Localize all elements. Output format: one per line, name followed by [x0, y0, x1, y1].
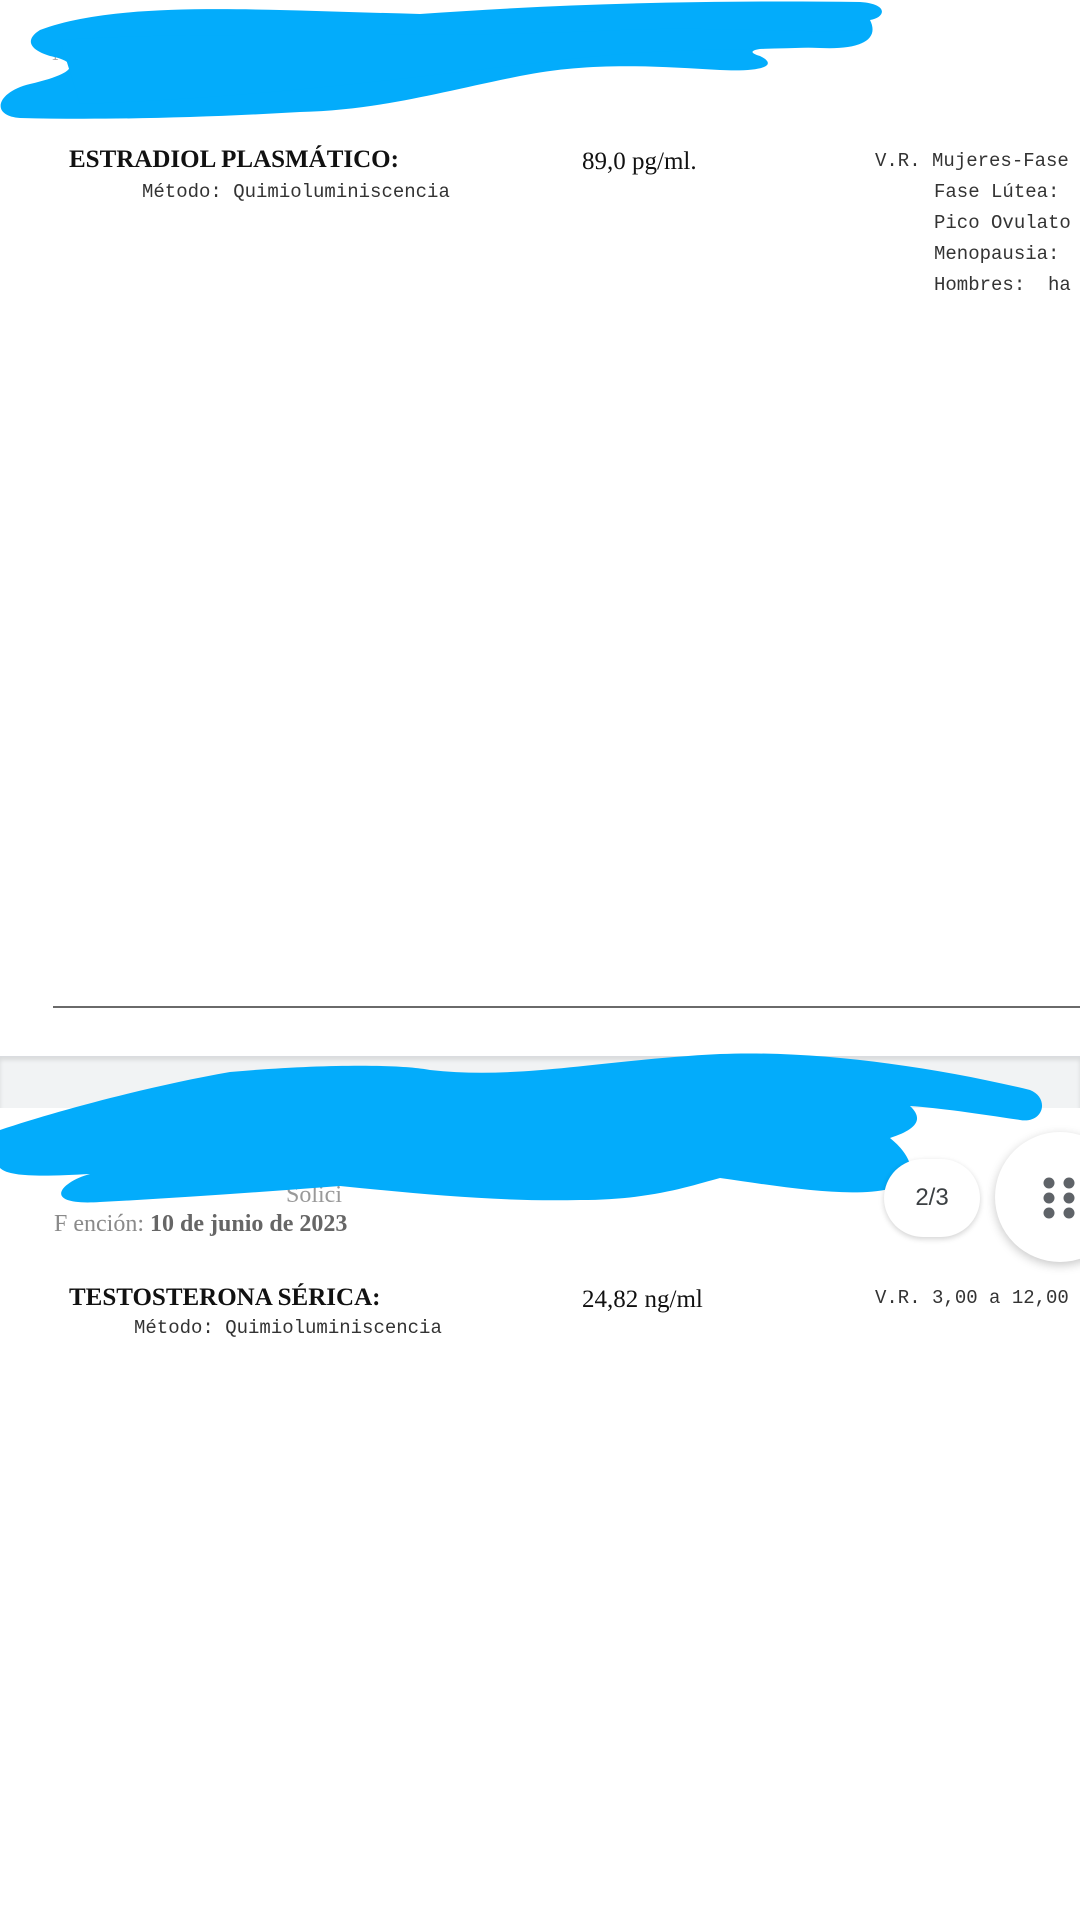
estradiol-reference-line: Hombres: ha	[934, 274, 1071, 296]
dots-grid-icon	[1043, 1177, 1075, 1219]
header-partial-text: Solici	[286, 1182, 343, 1208]
testosterona-method: Método: Quimioluminiscencia	[134, 1317, 442, 1339]
attention-date: F ención: 10 de junio de 2023	[54, 1211, 347, 1238]
page-separator	[0, 1056, 1080, 1109]
estradiol-reference-line: Fase Lútea:	[934, 181, 1060, 203]
estradiol-test-value: 89,0 pg/ml.	[582, 148, 697, 175]
page-indicator[interactable]: 2/3	[884, 1159, 980, 1237]
testosterona-test-value: 24,82 ng/ml	[582, 1286, 703, 1313]
attention-date-value: 10 de junio de 2023	[150, 1211, 348, 1237]
page-footer-rule	[53, 1006, 1080, 1008]
estradiol-method: Método: Quimioluminiscencia	[142, 181, 450, 203]
testosterona-test-name: TESTOSTERONA SÉRICA:	[69, 1284, 381, 1311]
estradiol-test-name: ESTRADIOL PLASMÁTICO:	[69, 146, 399, 173]
testosterona-reference-line: V.R. 3,00 a 12,00	[875, 1287, 1069, 1309]
estradiol-reference-line: Menopausia:	[934, 243, 1060, 265]
document-page-2: Solici 4 TESTOSTERONA SÉRICA: 24,82 ng/m…	[0, 1108, 1080, 1915]
header-partial-text: N	[52, 40, 70, 66]
estradiol-reference-line: V.R. Mujeres-Fase	[875, 150, 1069, 172]
estradiol-reference-line: Pico Ovulato	[934, 212, 1071, 234]
document-page-1: N ESTRADIOL PLASMÁTICO: 89,0 pg/ml. Méto…	[52, 40, 1080, 1008]
attention-date-label: F ención:	[54, 1211, 150, 1237]
